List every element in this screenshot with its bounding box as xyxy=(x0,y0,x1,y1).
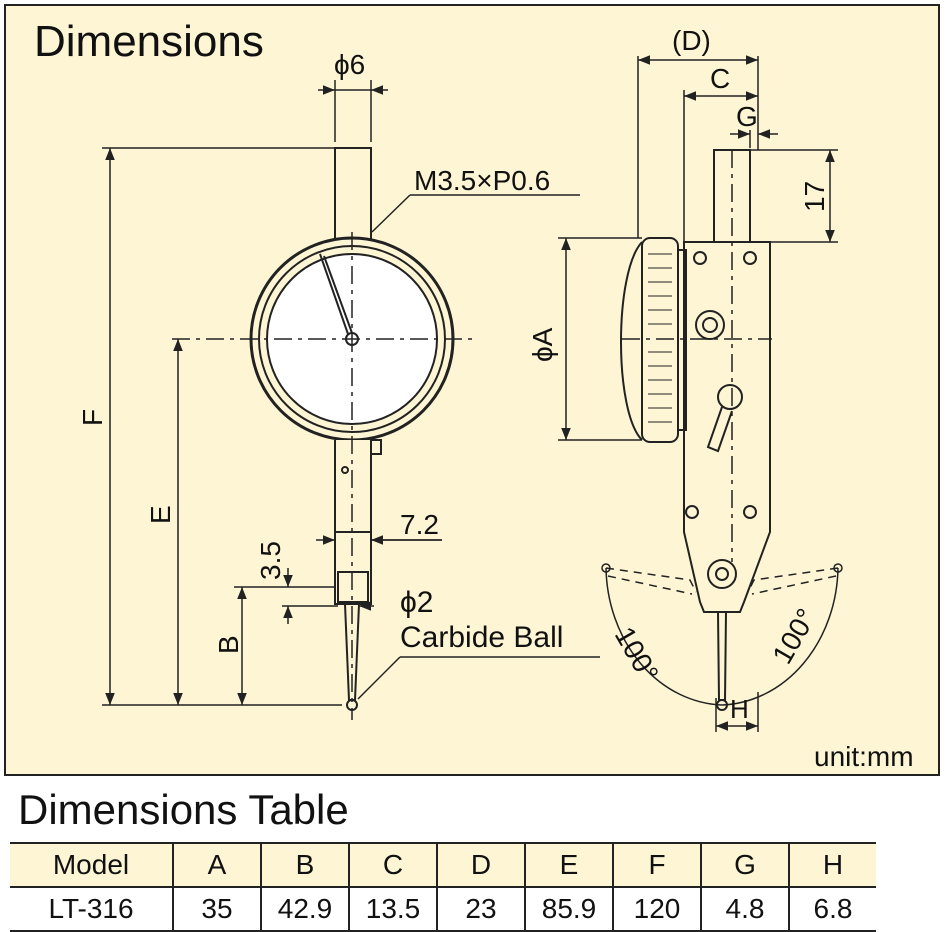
drawing-svg: Dimensions unit:mm xyxy=(34,17,914,772)
swing-arc xyxy=(605,567,839,706)
cell-D: 23 xyxy=(436,887,525,931)
label-phi6: ϕ6 xyxy=(334,49,365,80)
side-screw-large xyxy=(695,310,725,340)
table-row: LT-316 35 42.9 13.5 23 85.9 120 4.8 6.8 xyxy=(10,887,876,931)
table-title: Dimensions Table xyxy=(18,786,349,833)
dial-needle xyxy=(319,253,349,335)
label-thread: M3.5×P0.6 xyxy=(414,165,550,196)
label-E: E xyxy=(145,505,176,524)
cell-C: 13.5 xyxy=(348,887,437,931)
dimension-drawing: Dimensions unit:mm xyxy=(4,4,940,776)
side-dimensions xyxy=(558,55,838,732)
header-F: F xyxy=(612,843,701,887)
side-screw-large-inner xyxy=(702,317,718,333)
side-dial-dome xyxy=(620,241,643,441)
side-screw-1 xyxy=(693,251,707,265)
label-G: G xyxy=(736,101,758,132)
front-body xyxy=(334,440,372,605)
header-B: B xyxy=(260,843,349,887)
side-pivot-inner xyxy=(715,567,729,581)
label-3-5: 3.5 xyxy=(255,541,286,580)
label-angle-right: 100° xyxy=(766,603,822,669)
front-clamp xyxy=(370,439,382,455)
side-screw-2 xyxy=(743,251,757,265)
side-lever-pivot xyxy=(717,384,743,410)
front-screw-dot xyxy=(341,466,349,474)
label-B: B xyxy=(213,635,244,654)
label-phi2: ϕ2 xyxy=(400,586,434,619)
dial-needle-2 xyxy=(323,255,353,334)
arc-end-right xyxy=(833,563,843,573)
side-bezel xyxy=(641,237,679,443)
unit-note: unit:mm xyxy=(814,741,914,772)
cell-G: 4.8 xyxy=(700,887,789,931)
label-F: F xyxy=(77,409,108,426)
header-model: Model xyxy=(52,849,130,880)
header-H: H xyxy=(788,843,876,887)
cell-B: 42.9 xyxy=(260,887,349,931)
label-H: H xyxy=(730,694,749,724)
cell-model: LT-316 xyxy=(48,893,134,924)
cell-A: 35 xyxy=(172,887,261,931)
header-E: E xyxy=(524,843,613,887)
header-C: C xyxy=(348,843,437,887)
drawing-title: Dimensions xyxy=(34,17,264,66)
front-dimensions xyxy=(102,80,600,706)
header-D: D xyxy=(436,843,525,887)
swing-left-2 xyxy=(607,575,693,595)
front-pivot xyxy=(337,571,369,603)
front-view xyxy=(172,147,472,720)
side-view xyxy=(601,149,843,711)
dimensions-table: Model A B C D E F G H LT-316 35 42.9 13.… xyxy=(10,842,876,932)
header-A: A xyxy=(172,843,261,887)
side-stylus xyxy=(717,611,727,701)
label-7-2: 7.2 xyxy=(400,509,439,540)
cell-E: 85.9 xyxy=(524,887,613,931)
side-screw-4 xyxy=(743,505,757,519)
header-G: G xyxy=(700,843,789,887)
front-labels: ϕ6 M3.5×P0.6 F E B 3.5 7.2 ϕ2 Carbide Ba… xyxy=(77,49,563,654)
cell-F: 120 xyxy=(612,887,701,931)
label-phiA: ϕA xyxy=(527,327,558,362)
side-body-edge xyxy=(677,249,687,431)
side-lever xyxy=(706,406,733,453)
label-carbide: Carbide Ball xyxy=(400,621,563,654)
label-D: (D) xyxy=(672,25,711,56)
label-angle-left: 100° xyxy=(609,622,665,688)
side-pivot xyxy=(707,559,737,589)
cell-H: 6.8 xyxy=(788,887,876,931)
side-screw-3 xyxy=(685,505,699,519)
label-C: C xyxy=(710,63,730,94)
arc-end-left xyxy=(601,563,611,573)
swing-left-1 xyxy=(605,567,697,593)
label-17: 17 xyxy=(799,181,830,212)
swing-right-2 xyxy=(751,575,837,595)
swing-right-1 xyxy=(747,567,839,593)
front-stem xyxy=(334,147,372,244)
table-header-row: Model A B C D E F G H xyxy=(10,843,876,887)
